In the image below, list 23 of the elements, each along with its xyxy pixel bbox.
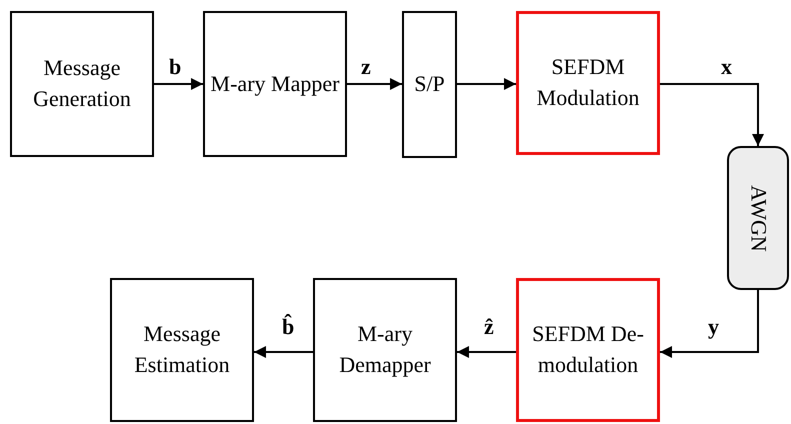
box-label: Message Estimation [133,320,231,379]
arrow [457,346,516,358]
arrow [660,290,759,358]
box-label: S/P [414,70,445,98]
arrow [347,78,402,90]
channel-box [727,146,789,290]
arrow [154,78,203,90]
box-label: Message Generation [32,54,132,113]
box-label: SEFDM Modulation [536,53,640,112]
arrow [254,346,313,358]
box-label: M-ary Mapper [210,70,340,98]
process-box [516,11,660,155]
process-box [516,278,660,422]
process-box [313,278,457,422]
process-box [402,11,457,158]
box-label: M-ary Demapper [338,320,432,379]
arrow [660,83,764,146]
box-label: AWGN [745,184,772,252]
box-label: SEFDM De-modulation [531,320,645,379]
process-box [110,278,254,422]
process-box [203,11,347,157]
arrow [457,78,516,90]
process-box [10,11,154,157]
